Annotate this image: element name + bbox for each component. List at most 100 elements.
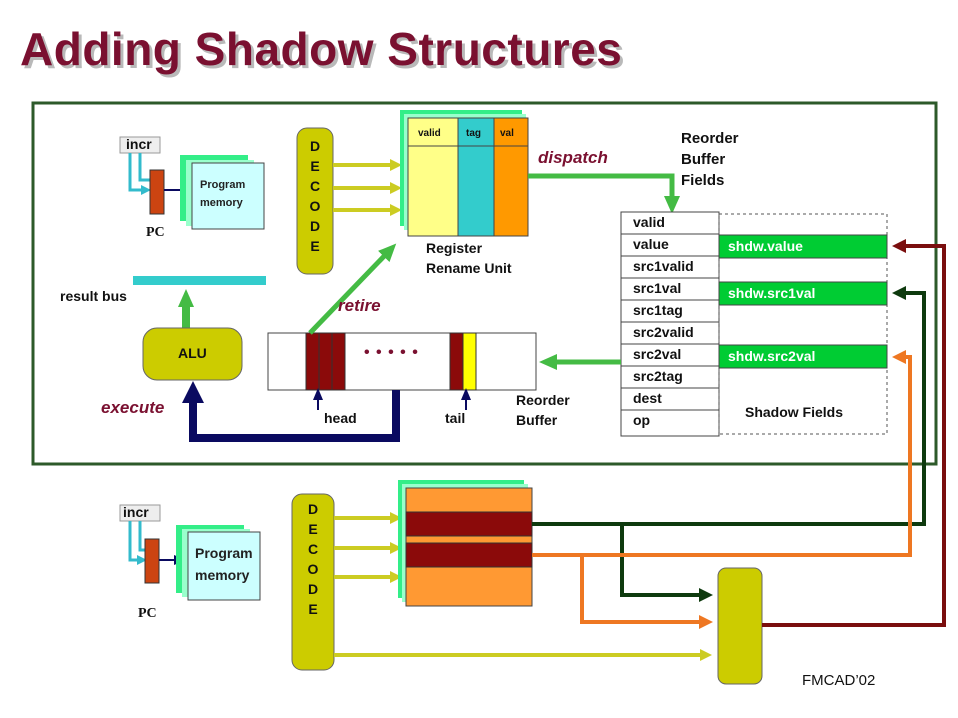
page-title: Adding Shadow Structures: [20, 23, 623, 75]
program-memory-label: Program memory: [200, 176, 245, 212]
rbf-line: Fields: [681, 172, 725, 189]
rob-entry-3: [331, 332, 346, 391]
rename-header-val: val: [500, 128, 514, 139]
rob-entry-2: [318, 332, 333, 391]
shadow-fields-label: Shadow Fields: [745, 404, 844, 420]
program-memory-line-1: Program: [195, 545, 253, 561]
shadow-fields-box: [718, 213, 888, 435]
rename-to-shdw-src1val-wire: [532, 286, 926, 526]
rb-line: Reorder: [516, 392, 570, 408]
decode-letter: E: [308, 601, 318, 617]
alu-box: [142, 327, 243, 381]
footer-label: FMCAD’02: [802, 672, 876, 689]
rob-field-5: src2valid: [633, 324, 694, 340]
incr-label: incr: [126, 136, 152, 152]
rru-line: Rename Unit: [426, 260, 512, 276]
program-memory-label-bottom: Program memory: [195, 542, 253, 586]
rb-line: Buffer: [516, 412, 558, 428]
decode-label: D E C O D E: [297, 136, 333, 256]
shdw-src1val-cell: [718, 281, 888, 306]
decode-unit: [296, 127, 334, 275]
register-rename-unit-label: Register Rename Unit: [426, 238, 512, 278]
shdw-value-label: shdw.value: [728, 238, 803, 254]
decode-label-bottom: D E C O D E: [292, 499, 334, 619]
shdw-value-cell: [718, 234, 888, 259]
rob-field-2: src1valid: [633, 258, 694, 274]
reorder-buffer-label: Reorder Buffer: [516, 390, 570, 430]
rob-field-7: src2tag: [633, 368, 683, 384]
incr-to-pc-wire-bottom: [128, 521, 147, 565]
pc-register: [149, 169, 165, 215]
incr-to-pc-wire: [128, 153, 151, 195]
incr-label-bottom: incr: [123, 504, 149, 520]
decode-letter: O: [307, 561, 319, 577]
execute-label: execute: [101, 398, 165, 417]
decode-letter: E: [310, 238, 320, 254]
retire-label: retire: [338, 296, 381, 315]
rob-field-6: src2val: [633, 346, 682, 362]
rbf-line: Buffer: [681, 151, 726, 168]
result-bus: [133, 276, 266, 285]
rob-field-8: dest: [633, 390, 662, 406]
decode-letter: C: [309, 178, 321, 194]
rob-tail-entry: [462, 332, 477, 391]
rename-to-checker-wire-green: [532, 522, 713, 602]
decode-letter: D: [309, 138, 321, 154]
reorder-buffer-fields-label: Reorder Buffer Fields: [681, 128, 739, 191]
top-panel-border: [31, 101, 938, 466]
program-memory-box-bottom: [187, 531, 261, 601]
rob-field-3: src1val: [633, 280, 682, 296]
decode-letter: E: [308, 521, 318, 537]
rob-entry-4: [449, 332, 464, 391]
decode-unit-bottom: [291, 493, 335, 671]
dispatch-arrow: [528, 173, 680, 214]
rename-to-shdw-src2val-wire: [582, 350, 912, 557]
rename-to-checker-wire-orange: [532, 553, 713, 629]
rob-field-0: valid: [633, 214, 665, 230]
rob-fields-outline: [620, 211, 720, 437]
program-memory-line-2: memory: [200, 197, 243, 209]
pc-label: PC: [146, 225, 165, 240]
incr-to-pc-wire-bottom-2: [138, 521, 146, 552]
rename-row-highlight-2: [405, 542, 533, 568]
rename-tag-column: [457, 117, 495, 237]
execute-path: [182, 381, 400, 442]
rename-header-valid: valid: [418, 128, 441, 139]
incr-to-pc-wire-2: [138, 153, 150, 182]
shdw-src2val-label: shdw.src2val: [728, 348, 816, 364]
rob-entry-1: [305, 332, 320, 391]
rru-line: Register: [426, 240, 483, 256]
shdw-src1val-label: shdw.src1val: [728, 285, 816, 301]
shdw-src2val-cell: [718, 344, 888, 369]
checker-to-shdw-value-wire: [762, 239, 946, 627]
program-memory-line-1: Program: [200, 179, 246, 191]
rob-ellipsis: • • • • •: [364, 344, 419, 361]
rob-fields-table: [620, 211, 720, 437]
head-label: head: [324, 410, 357, 426]
pc-label-bottom: PC: [138, 606, 157, 621]
rename-row-highlight-1: [405, 511, 533, 537]
decode-letter: O: [309, 198, 321, 214]
rob-field-1: value: [633, 236, 669, 252]
result-bus-label: result bus: [60, 288, 127, 304]
dispatch-label: dispatch: [538, 148, 608, 167]
rename-valid-column: [407, 117, 459, 237]
rbf-line: Reorder: [681, 130, 739, 147]
decode-letter: D: [307, 501, 319, 517]
rob-field-dividers: [621, 233, 719, 411]
decode-letter: D: [307, 581, 319, 597]
tail-label: tail: [445, 410, 466, 426]
program-memory-box: [191, 162, 265, 230]
checker-unit: [717, 567, 763, 685]
decode-letter: E: [310, 158, 320, 174]
rob-field-9: op: [633, 412, 651, 428]
decode-letter: D: [309, 218, 321, 234]
pc-register-bottom: [144, 538, 160, 584]
program-memory-line-2: memory: [195, 567, 250, 583]
alu-label: ALU: [178, 345, 207, 361]
retire-arrow: [308, 243, 397, 335]
rename-header-tag: tag: [466, 128, 481, 139]
decode-letter: C: [307, 541, 319, 557]
